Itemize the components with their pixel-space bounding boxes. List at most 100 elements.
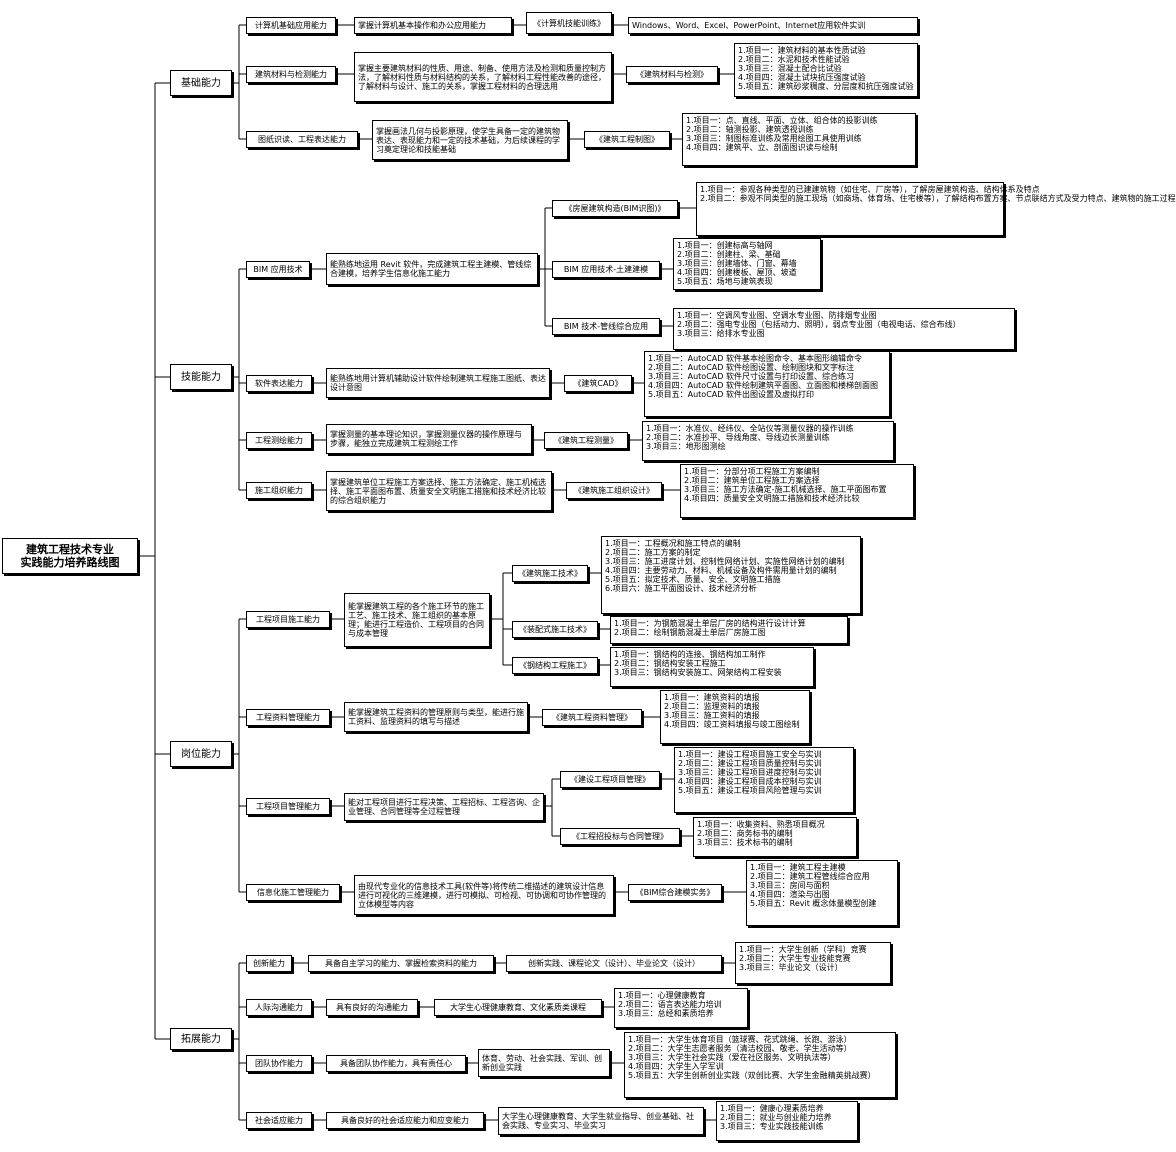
- category-skill: 技能能力: [170, 364, 232, 390]
- course-construction-2: 《装配式施工技术》: [512, 621, 598, 638]
- ability-bim: BIM 应用技术: [246, 261, 310, 278]
- course-bim-2-label: BIM 应用技术-土建建模: [563, 265, 649, 274]
- projects-bim-1: 1.项目一：参观各种类型的已建建筑物（如住宅、厂房等），了解房屋建筑构造、结构体…: [696, 182, 1176, 236]
- desc-survey-text: 掌握测量的基本理论知识，掌握测量仪器的操作原理与步骤，能独立完成建筑工程测绘工作: [330, 430, 522, 448]
- desc-records-text: 能掌握建筑工程资料的管理原则与类型，能进行施工资料、监理资料的填写与描述: [348, 708, 524, 726]
- desc-drawing-text: 掌握画法几何与投影原理，使学生具备一定的建筑物表达、表现能力和一定的技术基础，为…: [376, 126, 560, 154]
- course-drawing: 《建筑工程制图》: [584, 131, 670, 148]
- ability-software-label: 软件表达能力: [255, 379, 303, 388]
- course-communication: 大学生心理健康教育、文化素质类课程: [434, 999, 602, 1016]
- desc-adaptation-text: 具备良好的社会适应能力和应变能力: [341, 1116, 469, 1125]
- course-construction-2-label: 《装配式施工技术》: [519, 625, 591, 634]
- category-skill-label: 技能能力: [181, 371, 221, 383]
- desc-records: 能掌握建筑工程资料的管理原则与类型，能进行施工资料、监理资料的填写与描述: [344, 702, 528, 732]
- ability-project: 工程项目管理能力: [246, 798, 330, 815]
- course-info: 《BIM综合建模实务》: [628, 884, 722, 901]
- course-project-2: 《工程招投标与合同管理》: [560, 828, 680, 845]
- desc-info-text: 由现代专业化的信息技术工具(软件等)将传统二维描述的建筑设计信息进行可视化的三维…: [358, 881, 606, 909]
- ability-survey: 工程测绘能力: [246, 432, 312, 449]
- course-construction-3: 《钢结构工程施工》: [512, 657, 598, 674]
- category-extend-label: 拓展能力: [181, 1033, 221, 1045]
- ability-records-label: 工程资料管理能力: [256, 713, 320, 722]
- course-communication-label: 大学生心理健康教育、文化素质类课程: [450, 1003, 586, 1012]
- desc-communication: 具有良好的沟通能力: [326, 999, 418, 1016]
- ability-adaptation: 社会适应能力: [246, 1112, 312, 1129]
- projects-computer: Windows、Word、Excel、PowerPoint、Internet应用…: [628, 17, 918, 34]
- ability-communication-label: 人际沟通能力: [255, 1003, 303, 1012]
- desc-adaptation: 具备良好的社会适应能力和应变能力: [326, 1112, 484, 1129]
- course-software: 《建筑CAD》: [564, 375, 632, 392]
- desc-survey: 掌握测量的基本理论知识，掌握测量仪器的操作原理与步骤，能独立完成建筑工程测绘工作: [326, 424, 532, 454]
- desc-software-text: 能熟练地用计算机辅助设计软件绘制建筑工程施工图纸、表达设计意图: [330, 374, 546, 392]
- course-bim-3-label: BIM 技术-管线综合应用: [563, 322, 649, 331]
- course-software-label: 《建筑CAD》: [573, 379, 623, 388]
- course-records-label: 《建筑工程资料管理》: [552, 713, 632, 722]
- root-title-box: 建筑工程技术专业实践能力培养路线图: [2, 538, 138, 574]
- ability-computer-label: 计算机基础应用能力: [255, 21, 327, 30]
- course-organize-label: 《建筑施工组织设计》: [574, 486, 654, 495]
- desc-innovation-text: 具备自主学习的能力、掌握检索资料的能力: [325, 959, 477, 968]
- ability-drawing: 图纸识读、工程表达能力: [246, 131, 358, 148]
- desc-materials: 掌握主要建筑材料的性质、用途、制备、使用方法及检测和质量控制方法，了解材料性质与…: [354, 52, 612, 102]
- course-records: 《建筑工程资料管理》: [542, 709, 642, 726]
- course-survey: 《建筑工程测量》: [544, 432, 628, 449]
- course-innovation-label: 创新实践、课程论文（设计）、毕业论文（设计）: [528, 959, 700, 968]
- category-post-label: 岗位能力: [181, 748, 221, 760]
- desc-project: 能对工程项目进行工程决策、工程招标、工程咨询、企业管理、合同管理等全过程管理: [344, 793, 544, 821]
- category-basic-label: 基础能力: [181, 77, 221, 89]
- ability-innovation-label: 创新能力: [253, 959, 285, 968]
- desc-construction: 能掌握建筑工程的各个施工环节的施工工艺、施工技术、施工组织的基本原理；能进行工程…: [344, 593, 490, 647]
- category-basic: 基础能力: [170, 70, 232, 96]
- desc-bim-text: 能熟练地运用 Revit 软件，完成建筑工程主建模、管线综合建模，培养学生信息化…: [330, 260, 532, 278]
- ability-teamwork: 团队协作能力: [246, 1055, 312, 1072]
- course-project-1: 《建设工程项目管理》: [560, 771, 660, 788]
- course-construction-3-label: 《钢结构工程施工》: [519, 661, 591, 670]
- desc-teamwork: 具备团队协作能力，具有责任心: [326, 1055, 466, 1072]
- ability-teamwork-label: 团队协作能力: [255, 1059, 303, 1068]
- ability-info-label: 信息化施工管理能力: [257, 888, 329, 897]
- ability-innovation: 创新能力: [246, 955, 292, 972]
- projects-computer-text: Windows、Word、Excel、PowerPoint、Internet应用…: [632, 21, 866, 30]
- desc-bim: 能熟练地运用 Revit 软件，完成建筑工程主建模、管线综合建模，培养学生信息化…: [326, 253, 538, 285]
- course-bim-2: BIM 应用技术-土建建模: [552, 261, 660, 278]
- roadmap-diagram: 建筑工程技术专业实践能力培养路线图 基础能力 技能能力 岗位能力 拓展能力 计算…: [2, 12, 1176, 1141]
- ability-organize: 施工组织能力: [246, 482, 312, 499]
- course-construction-1: 《建筑施工技术》: [512, 565, 588, 582]
- desc-communication-text: 具有良好的沟通能力: [336, 1003, 408, 1012]
- ability-construction-label: 工程项目施工能力: [256, 615, 320, 624]
- ability-records: 工程资料管理能力: [246, 709, 330, 726]
- desc-info: 由现代专业化的信息技术工具(软件等)将传统二维描述的建筑设计信息进行可视化的三维…: [354, 875, 614, 915]
- ability-bim-label: BIM 应用技术: [253, 265, 303, 274]
- course-project-1-label: 《建设工程项目管理》: [570, 775, 650, 784]
- desc-organize-text: 掌握建筑单位工程施工方案选择、施工方法确定、施工机械选择、施工平面图布置、质量安…: [330, 477, 546, 505]
- course-info-label: 《BIM综合建模实务》: [635, 888, 715, 897]
- connector-lines: [138, 24, 746, 1121]
- course-innovation: 创新实践、课程论文（设计）、毕业论文（设计）: [506, 955, 722, 972]
- course-project-2-label: 《工程招投标与合同管理》: [572, 832, 668, 841]
- desc-organize: 掌握建筑单位工程施工方案选择、施工方法确定、施工机械选择、施工平面图布置、质量安…: [326, 471, 552, 511]
- course-bim-1-label: 《房屋建筑构造(BIM识图)》: [564, 204, 666, 213]
- course-bim-1: 《房屋建筑构造(BIM识图)》: [552, 200, 678, 217]
- ability-software: 软件表达能力: [246, 375, 312, 392]
- course-construction-1-label: 《建筑施工技术》: [518, 569, 582, 578]
- desc-drawing: 掌握画法几何与投影原理，使学生具备一定的建筑物表达、表现能力和一定的技术基础，为…: [372, 120, 568, 160]
